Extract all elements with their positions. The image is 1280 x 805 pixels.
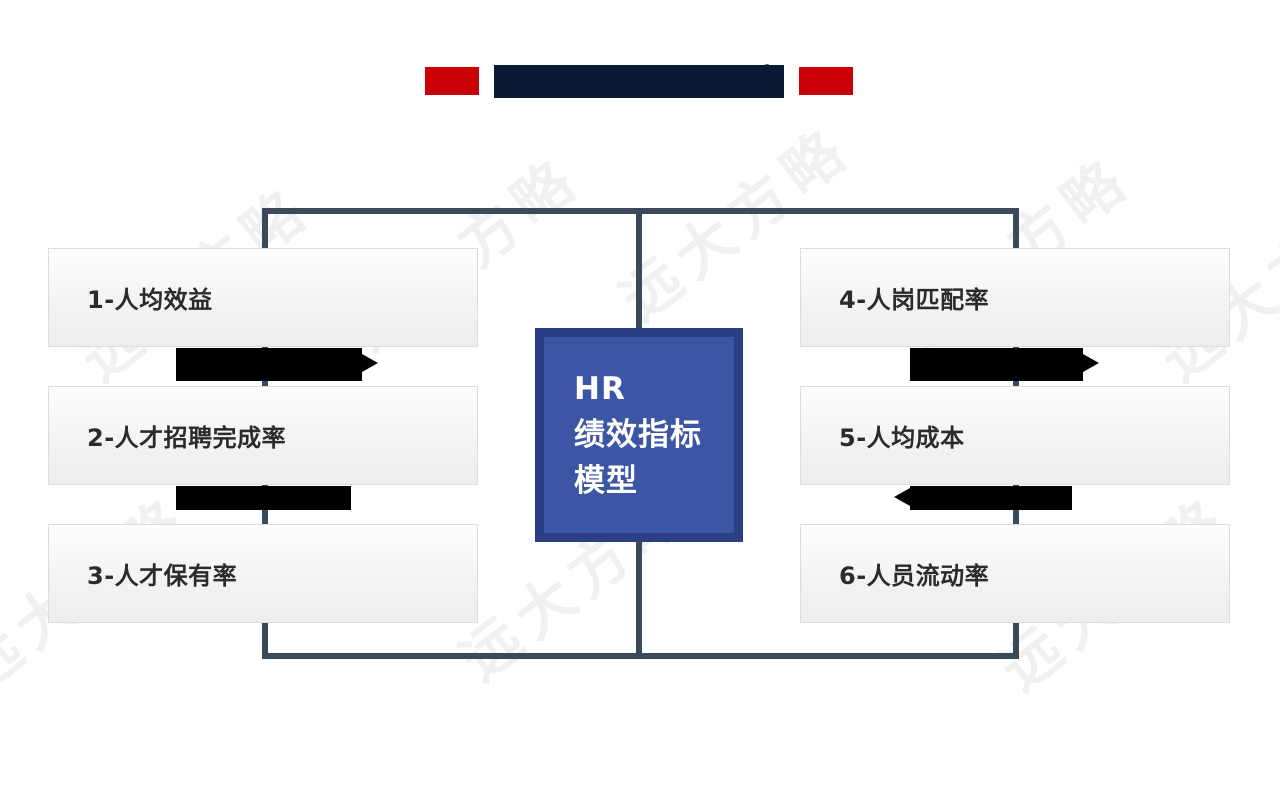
center-model-box[interactable]: HR 绩效指标 模型 [535,328,743,542]
center-title-line-3: 模型 [574,463,638,499]
card-left-2[interactable]: 2-人才招聘完成率 [48,386,478,485]
cursor-arrow-icon [1083,354,1099,372]
redaction-right-upper [910,348,1099,381]
card-label: 6-人员流动率 [839,562,990,590]
title-redaction-block [494,65,784,98]
card-label: 2-人才招聘完成率 [87,424,287,452]
card-label: 4-人岗匹配率 [839,286,990,314]
card-right-4[interactable]: 4-人岗匹配率 [800,248,1230,347]
redaction-right-lower [894,486,1072,510]
connector-center-vertical-lower [636,540,642,659]
slide-title-bar: 系 [0,58,1280,108]
card-left-3[interactable]: 3-人才保有率 [48,524,478,623]
redaction-left-upper [176,348,378,381]
title-visible-tail: 系 [744,63,774,98]
card-label: 3-人才保有率 [87,562,238,590]
card-label: 1-人均效益 [87,286,213,314]
connector-center-vertical-upper [636,208,642,330]
card-right-5[interactable]: 5-人均成本 [800,386,1230,485]
card-label: 5-人均成本 [839,424,965,452]
title-accent-left [425,67,479,95]
redaction-left-lower [176,486,351,510]
cursor-arrow-icon [362,354,378,372]
card-left-1[interactable]: 1-人均效益 [48,248,478,347]
center-title-line-1: HR [574,371,626,407]
card-right-6[interactable]: 6-人员流动率 [800,524,1230,623]
cursor-arrow-icon [894,488,910,506]
center-title-line-2: 绩效指标 [574,417,702,453]
title-accent-right [799,67,853,95]
